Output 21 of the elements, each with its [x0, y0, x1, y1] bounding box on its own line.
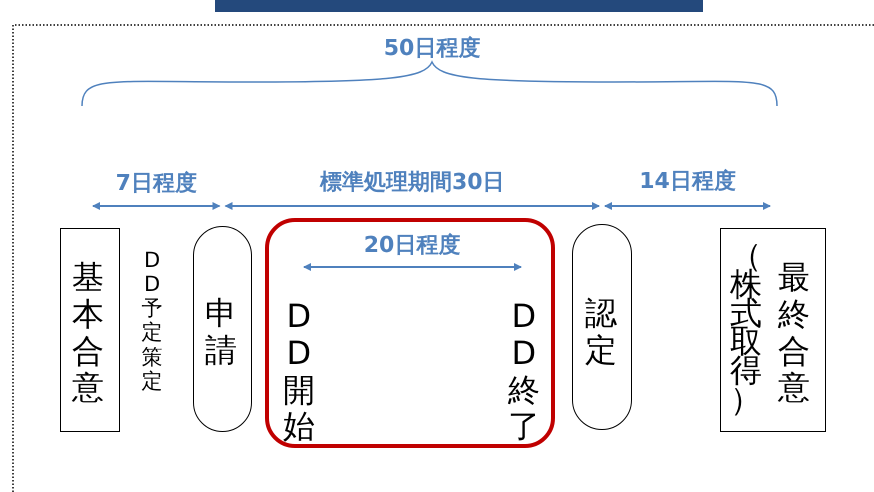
edge-label: 標準処理期間30日 — [320, 169, 505, 197]
edge-label: 14日程度 — [639, 168, 736, 196]
arrow — [224, 202, 600, 210]
node-label: 認定 — [584, 295, 618, 369]
edge-label: 7日程度 — [116, 170, 197, 198]
node-label: DD終了 — [507, 298, 541, 446]
node-label: 基本合意 — [71, 259, 105, 406]
terminal-pill — [572, 224, 632, 430]
process-box — [720, 228, 826, 432]
process-box — [60, 228, 120, 432]
dimension-label: 50日程度 — [384, 34, 480, 63]
dimension-label: 20日程度 — [364, 232, 460, 260]
node-label: 申請 — [204, 295, 238, 369]
arrow — [92, 202, 220, 210]
period-box — [265, 218, 555, 448]
arrow — [604, 202, 771, 210]
node-label: （株式取得） — [729, 241, 763, 414]
terminal-pill — [193, 226, 252, 432]
node-label: 最終合意 — [777, 259, 811, 406]
node-label: DD開始 — [282, 298, 316, 446]
annotation: DD予定策定 — [141, 248, 164, 393]
